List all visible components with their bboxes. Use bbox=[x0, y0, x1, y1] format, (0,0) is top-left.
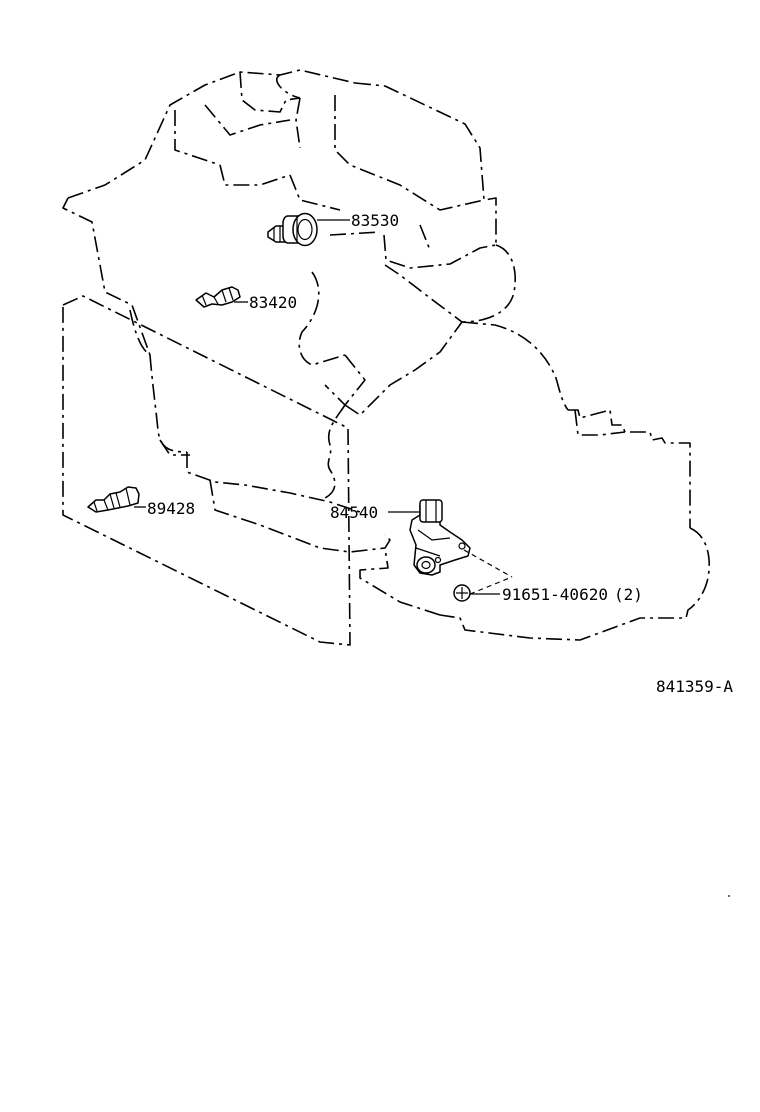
bolt-part-number: 91651-40620 bbox=[502, 585, 608, 604]
bolt-icon bbox=[453, 584, 471, 602]
oil-pressure-switch-icon bbox=[267, 212, 318, 247]
label-83530: 83530 bbox=[351, 211, 399, 230]
diagram-id: 841359-A bbox=[656, 677, 733, 696]
housing-box bbox=[62, 295, 351, 646]
label-83420: 83420 bbox=[249, 293, 297, 312]
engine-outline bbox=[62, 69, 516, 553]
neutral-start-switch-icon bbox=[409, 499, 471, 576]
water-temp-sensor-icon bbox=[87, 486, 140, 513]
water-temp-sender-icon bbox=[195, 286, 241, 308]
label-bolt: 91651-40620 (2) bbox=[502, 585, 643, 604]
label-89428: 89428 bbox=[147, 499, 195, 518]
transmission-outline bbox=[324, 321, 710, 641]
label-84540: 84540 bbox=[330, 503, 378, 522]
speck bbox=[728, 895, 730, 897]
bolt-quantity: (2) bbox=[614, 585, 643, 604]
